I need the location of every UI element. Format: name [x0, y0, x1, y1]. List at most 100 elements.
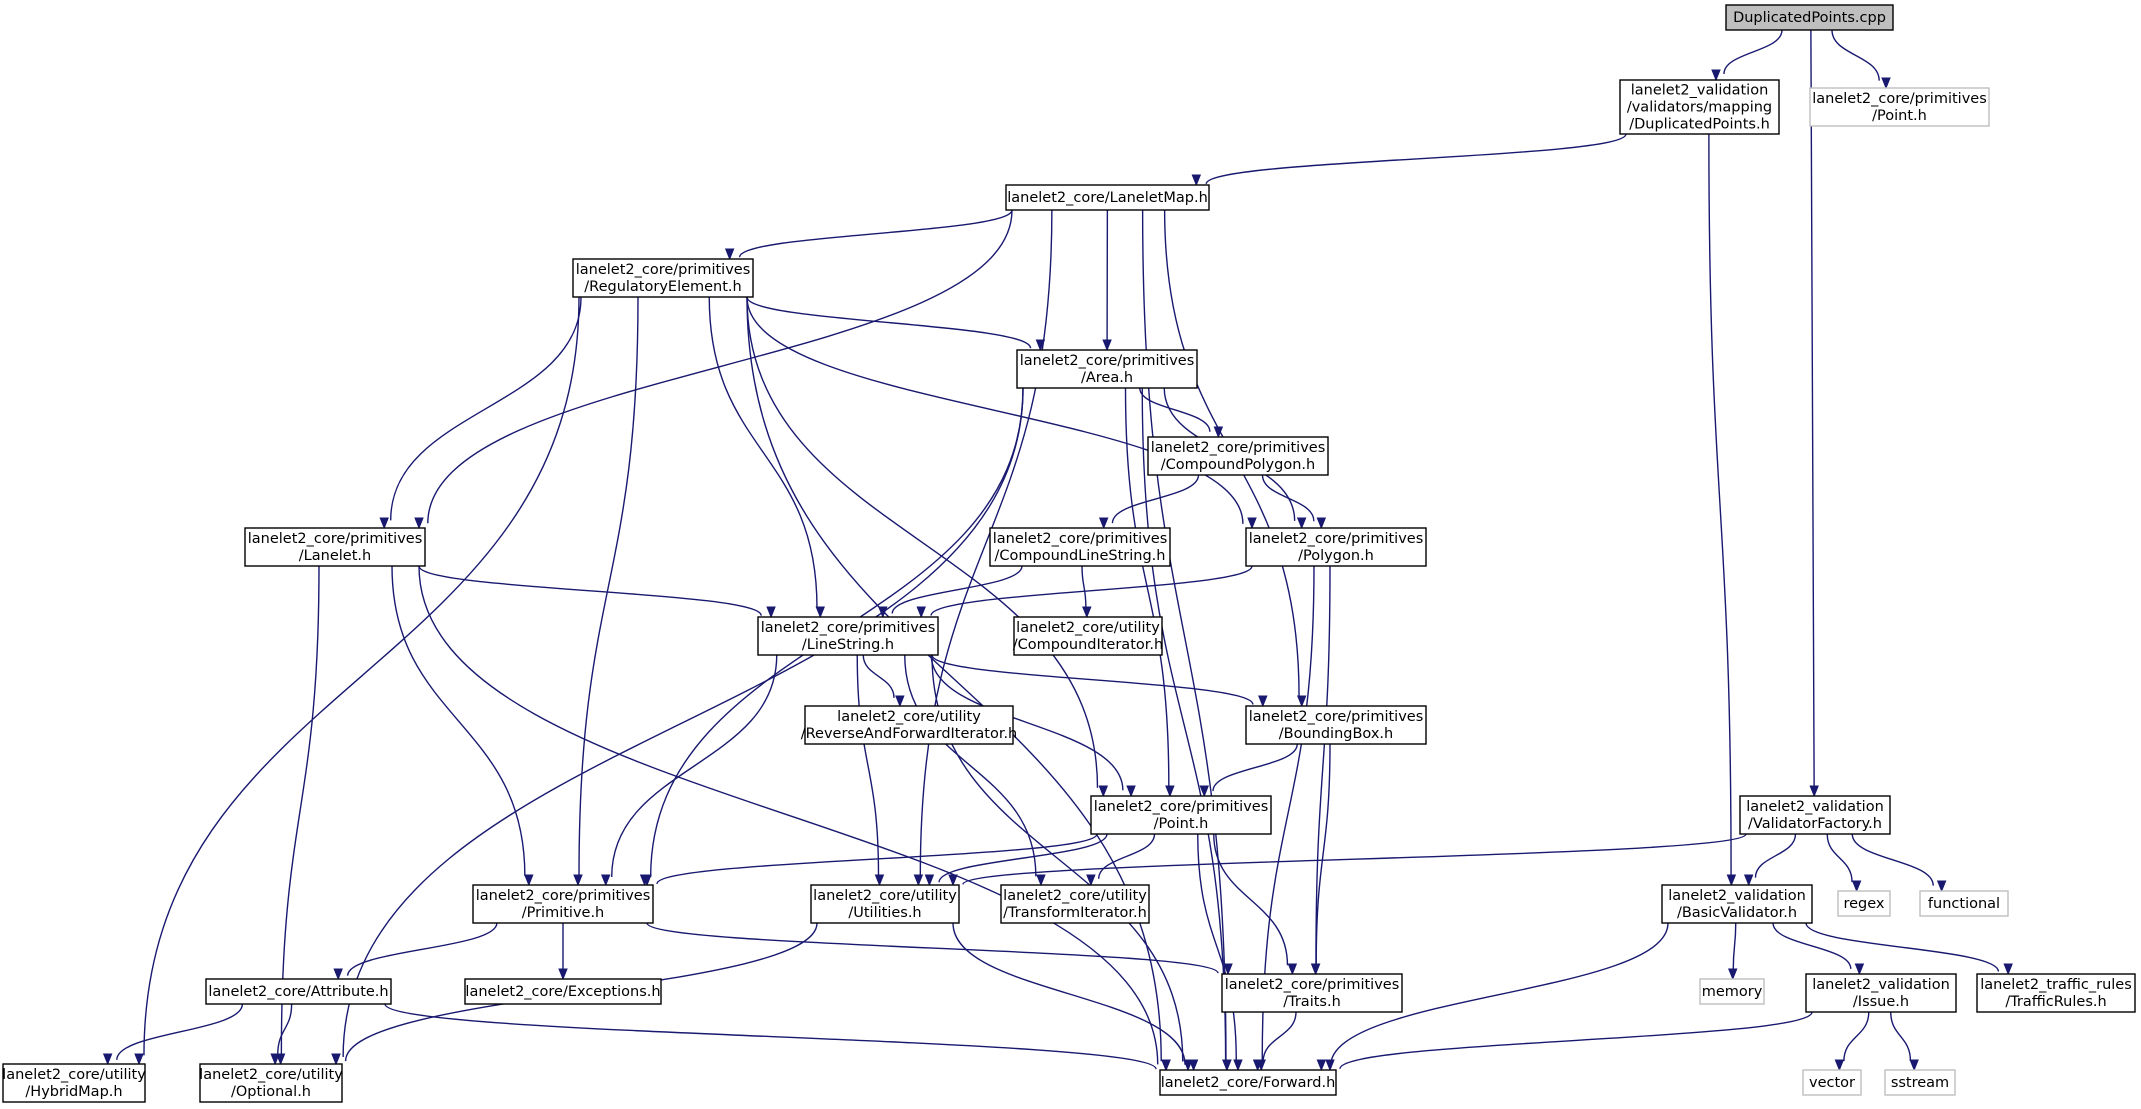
node-label: /BoundingBox.h: [1279, 726, 1393, 742]
node-box: [1661, 884, 1813, 924]
edge-point-to-traits: [1213, 833, 1298, 976]
node-label: /Primitive.h: [522, 905, 605, 921]
edge-regelem-to-point: [746, 296, 1109, 798]
node-compiter[interactable]: lanelet2_core/utility/CompoundIterator.h: [1013, 616, 1163, 656]
node-label: /BasicValidator.h: [1677, 905, 1797, 921]
edge-attribute-to-hybridmap: [102, 1003, 244, 1066]
edge-point-to-utilities: [924, 833, 1108, 887]
node-primitive[interactable]: lanelet2_core/primitives/Primitive.h: [472, 884, 654, 924]
node-laneletmap[interactable]: lanelet2_core/LaneletMap.h: [1005, 184, 1210, 211]
node-label: lanelet2_core/utility: [199, 1067, 343, 1083]
node-attribute[interactable]: lanelet2_core/Attribute.h: [205, 978, 392, 1005]
edge-valfactory-to-basicval: [1743, 833, 1797, 887]
nodes-layer: DuplicatedPoints.cpplanelet2_validation/…: [2, 4, 2136, 1103]
node-root[interactable]: DuplicatedPoints.cpp: [1725, 4, 1894, 31]
node-comppoly[interactable]: lanelet2_core/primitives/CompoundPolygon…: [1147, 436, 1329, 476]
node-sstream: sstream: [1884, 1069, 1956, 1096]
edge-point-to-transiter: [1086, 833, 1156, 887]
node-box: [1884, 1069, 1956, 1096]
node-box: [1159, 1069, 1337, 1096]
edge-basicval-to-forward: [1316, 922, 1669, 1072]
node-optional[interactable]: lanelet2_core/utility/Optional.h: [199, 1063, 343, 1103]
node-basicval[interactable]: lanelet2_validation/BasicValidator.h: [1661, 884, 1813, 924]
node-functional: functional: [1919, 890, 2009, 917]
edge-area-to-forward: [1141, 387, 1232, 1072]
node-label: /CompoundIterator.h: [1013, 637, 1163, 653]
edge-regelem-to-polygon: [746, 296, 1257, 530]
edge-linestring-to-revfwd: [862, 654, 905, 708]
node-lanelet[interactable]: lanelet2_core/primitives/Lanelet.h: [244, 527, 426, 567]
edge-linestring-to-transiter: [904, 654, 1046, 887]
node-regelem[interactable]: lanelet2_core/primitives/RegulatoryEleme…: [572, 258, 754, 298]
node-label: lanelet2_core/primitives: [248, 531, 423, 547]
node-linestring[interactable]: lanelet2_core/primitives/LineString.h: [757, 616, 939, 656]
node-label: lanelet2_core/Forward.h: [1161, 1075, 1336, 1091]
node-regex: regex: [1837, 890, 1891, 917]
edge-laneletmap-to-lanelet: [414, 209, 1013, 530]
node-label: lanelet2_core/primitives: [576, 262, 751, 278]
node-label: /HybridMap.h: [25, 1084, 122, 1100]
node-exceptions[interactable]: lanelet2_core/Exceptions.h: [464, 978, 662, 1005]
edge-regelem-to-area: [746, 296, 1046, 352]
edge-laneletmap-to-regelem: [724, 209, 1013, 261]
edge-polygon-to-linestring: [916, 565, 1253, 619]
edge-comppoly-to-polygon: [1261, 474, 1327, 530]
edge-root-to-valfactory: [1809, 29, 1819, 798]
node-box: [804, 705, 1014, 745]
node-label: /Point.h: [1154, 816, 1209, 832]
node-label: /Lanelet.h: [299, 548, 371, 564]
node-hybridmap[interactable]: lanelet2_core/utility/HybridMap.h: [2, 1063, 146, 1103]
node-transiter[interactable]: lanelet2_core/utility/TransformIterator.…: [1000, 884, 1150, 924]
node-revfwd[interactable]: lanelet2_core/utility/ReverseAndForwardI…: [801, 705, 1018, 745]
node-issue[interactable]: lanelet2_validation/Issue.h: [1805, 973, 1957, 1013]
node-box: [1976, 973, 2136, 1013]
node-box: [1221, 973, 1403, 1013]
edge-regelem-to-primitive: [573, 296, 639, 887]
edge-attribute-to-optional: [270, 1003, 293, 1066]
edge-bbox-to-point: [1199, 743, 1298, 798]
node-label: /RegulatoryElement.h: [584, 279, 741, 295]
edge-linestring-to-point: [930, 654, 1136, 798]
node-box: [464, 978, 662, 1005]
node-polygon[interactable]: lanelet2_core/primitives/Polygon.h: [1245, 527, 1427, 567]
node-bbox[interactable]: lanelet2_core/primitives/BoundingBox.h: [1245, 705, 1427, 745]
node-label: sstream: [1891, 1075, 1949, 1091]
node-label: /Utilities.h: [848, 905, 921, 921]
node-forward[interactable]: lanelet2_core/Forward.h: [1159, 1069, 1337, 1096]
node-utilities[interactable]: lanelet2_core/utility/Utilities.h: [810, 884, 960, 924]
node-label: lanelet2_validation: [1746, 799, 1884, 815]
edge-laneletmap-to-area: [1102, 209, 1112, 352]
node-label: lanelet2_core/utility: [1016, 620, 1160, 636]
edge-utilities-to-forward: [952, 922, 1199, 1072]
edge-root-to-dup_h: [1711, 29, 1783, 82]
node-box: [1000, 884, 1150, 924]
node-label: /TrafficRules.h: [2005, 994, 2106, 1010]
node-label: vector: [1809, 1075, 1855, 1091]
node-box: [1699, 978, 1765, 1005]
node-box: [1809, 87, 1990, 127]
edge-issue-to-forward: [1325, 1011, 1813, 1072]
edge-linestring-to-utilities: [856, 654, 885, 887]
node-box: [989, 527, 1171, 567]
node-dup_h[interactable]: lanelet2_validation/validators/mapping/D…: [1619, 79, 1780, 135]
edge-primitive-to-traits: [646, 922, 1233, 976]
node-label: lanelet2_core/primitives: [1249, 531, 1424, 547]
node-traits[interactable]: lanelet2_core/primitives/Traits.h: [1221, 973, 1403, 1013]
edge-basicval-to-memory: [1728, 922, 1738, 981]
node-area[interactable]: lanelet2_core/primitives/Area.h: [1016, 349, 1198, 389]
node-label: lanelet2_core/primitives: [1151, 440, 1326, 456]
node-label: /DuplicatedPoints.h: [1629, 117, 1770, 133]
node-box: [1619, 79, 1780, 135]
node-box: [1805, 973, 1957, 1013]
node-trafficrules[interactable]: lanelet2_traffic_rules/TrafficRules.h: [1976, 973, 2136, 1013]
node-compls[interactable]: lanelet2_core/primitives/CompoundLineStr…: [989, 527, 1171, 567]
node-label: lanelet2_validation: [1668, 888, 1806, 904]
node-label: /Area.h: [1081, 370, 1133, 386]
node-label: lanelet2_core/utility: [2, 1067, 146, 1083]
node-point[interactable]: lanelet2_core/primitives/Point.h: [1090, 795, 1272, 835]
node-valfactory[interactable]: lanelet2_validation/ValidatorFactory.h: [1739, 795, 1891, 835]
node-label: /TransformIterator.h: [1003, 905, 1147, 921]
node-label: lanelet2_core/utility: [813, 888, 957, 904]
node-box: [2, 1063, 146, 1103]
